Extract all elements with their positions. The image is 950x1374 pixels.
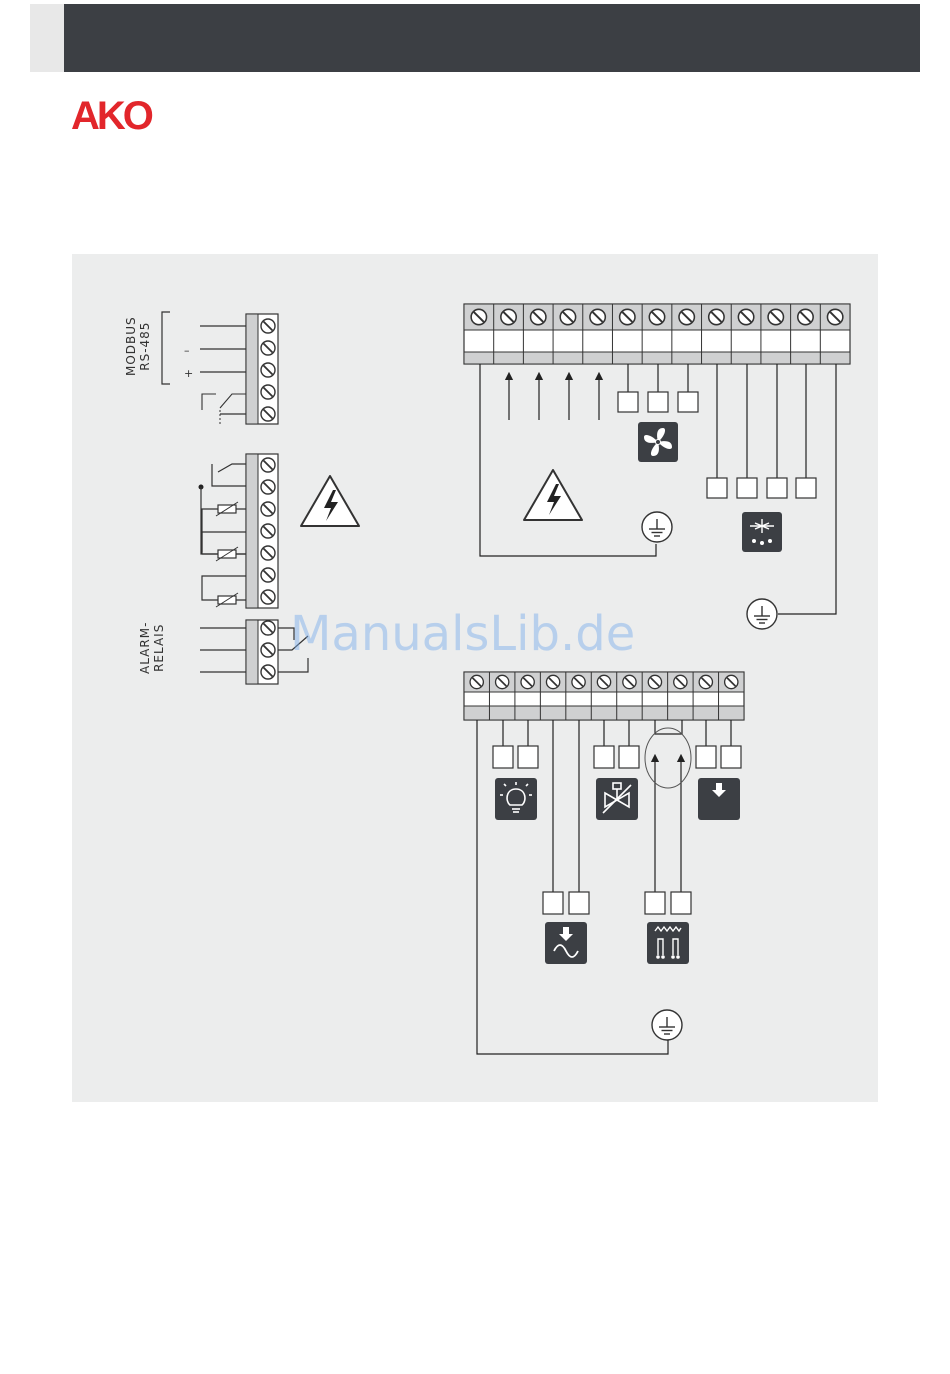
- lower-terminal-strip: [464, 672, 744, 720]
- lower-strip-connector-boxes: [493, 746, 741, 914]
- high-voltage-warning-icon: [524, 470, 582, 520]
- watermark: ManualsLib.de: [290, 606, 635, 662]
- terminal-screw: [470, 675, 483, 688]
- terminal-screw: [261, 385, 275, 399]
- drain-down-arrow-icon: [698, 778, 740, 820]
- terminal-screw: [798, 309, 813, 324]
- heater-drain-icon: [545, 922, 587, 964]
- terminal-screw: [725, 675, 738, 688]
- terminal-screw: [827, 309, 842, 324]
- terminal-screw: [261, 590, 275, 604]
- terminal-screw: [261, 502, 275, 516]
- header-bar: [64, 4, 920, 72]
- terminal-screw: [261, 363, 275, 377]
- terminal-screw: [679, 309, 694, 324]
- terminal-screw: [261, 665, 275, 679]
- terminal-screw: [261, 480, 275, 494]
- alarm-label-line1: ALARM-: [138, 622, 152, 674]
- terminal-screw: [261, 319, 275, 333]
- ako-logo: AKO: [71, 96, 151, 136]
- terminal-screw: [649, 309, 664, 324]
- page-edge-tab: [30, 4, 64, 72]
- modbus-label-line1: MODBUS: [124, 316, 138, 376]
- earth-ground-icon: [642, 512, 672, 542]
- terminal-screw: [521, 675, 534, 688]
- terminal-screw: [261, 546, 275, 560]
- terminal-screw: [531, 309, 546, 324]
- light-bulb-icon: [495, 778, 537, 820]
- solenoid-valve-icon: [596, 778, 638, 820]
- modbus-label: MODBUS RS-485: [124, 316, 152, 376]
- terminal-screw: [261, 341, 275, 355]
- terminal-screw: [590, 309, 605, 324]
- lower-strip-wiring: [477, 720, 731, 1054]
- terminal-screw: [261, 568, 275, 582]
- terminal-screw: [572, 675, 585, 688]
- terminal-screw: [648, 675, 661, 688]
- high-voltage-warning-icon: [301, 476, 359, 526]
- modbus-plus-sign: +: [184, 367, 193, 380]
- terminal-screw: [471, 309, 486, 324]
- upper-terminal-strip: [464, 304, 850, 364]
- modbus-minus-sign: –: [184, 344, 190, 357]
- terminal-screw: [623, 675, 636, 688]
- terminal-screw: [699, 675, 712, 688]
- sensor-terminal-block: [199, 454, 279, 608]
- terminal-screw: [261, 407, 275, 421]
- alarm-label-line2: RELAIS: [152, 622, 166, 674]
- terminal-screw: [768, 309, 783, 324]
- terminal-screw: [261, 621, 275, 635]
- earth-ground-icon: [652, 1010, 682, 1040]
- terminal-screw: [738, 309, 753, 324]
- wiring-diagram: – +: [72, 254, 878, 1102]
- terminal-screw: [674, 675, 687, 688]
- alarm-relay-label: ALARM- RELAIS: [138, 622, 166, 674]
- earth-ground-icon: [747, 599, 777, 629]
- terminal-screw: [501, 309, 516, 324]
- modbus-label-line2: RS-485: [138, 316, 152, 376]
- resistance-heater-icon: [647, 922, 689, 964]
- terminal-screw: [261, 524, 275, 538]
- modbus-terminal-block: – +: [162, 312, 278, 426]
- defrost-snowflake-icon: [742, 512, 782, 552]
- terminal-screw: [261, 643, 275, 657]
- terminal-screw: [709, 309, 724, 324]
- terminal-screw: [261, 458, 275, 472]
- terminal-screw: [620, 309, 635, 324]
- terminal-screw: [560, 309, 575, 324]
- fan-icon: [638, 422, 678, 462]
- terminal-screw: [546, 675, 559, 688]
- terminal-screw: [496, 675, 509, 688]
- terminal-screw: [597, 675, 610, 688]
